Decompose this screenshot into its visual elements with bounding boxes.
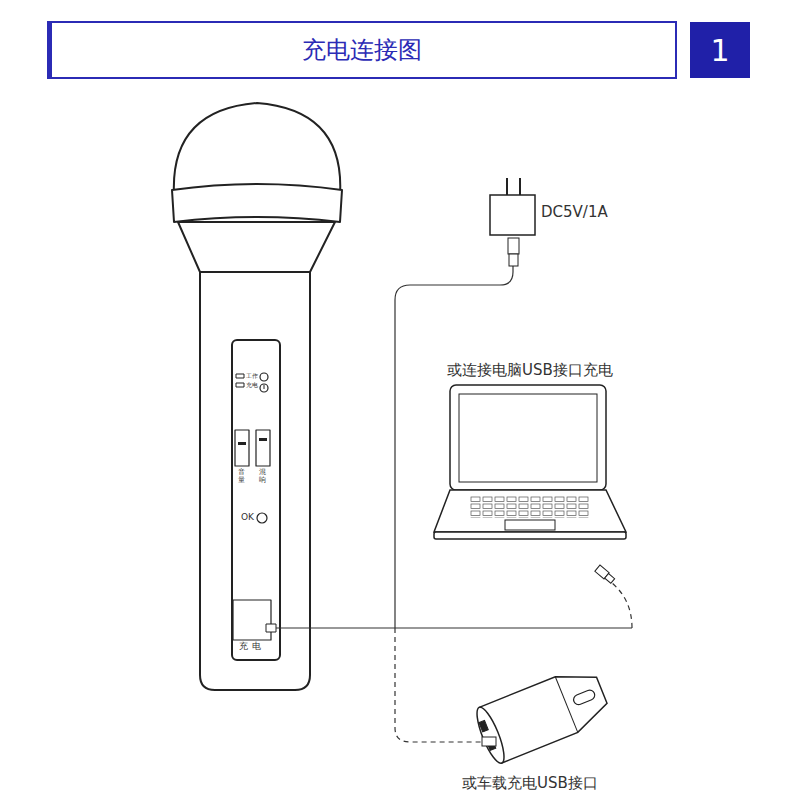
microphone: [172, 103, 342, 690]
slider-label: 音量: [238, 469, 245, 484]
diagram-title: 充电连接图: [302, 34, 422, 66]
button-label: OK: [241, 512, 254, 523]
car-charger-caption: 或车载充电USB接口: [462, 774, 598, 792]
section-number: 1: [710, 33, 729, 68]
laptop: [434, 385, 626, 584]
slider-label: 混响: [259, 469, 266, 484]
led-label: 工作: [246, 372, 258, 379]
power-adapter: [490, 178, 535, 266]
laptop-caption: 或连接电脑USB接口充电: [447, 361, 613, 379]
title-band: [48, 22, 676, 78]
rating-label: DC5V/1A: [541, 203, 608, 221]
cables: [276, 266, 632, 742]
title-band-edge: [48, 22, 52, 78]
led-label: 充电: [246, 381, 258, 388]
section-number-box: 1: [690, 22, 750, 78]
port-label: 充电: [239, 641, 265, 652]
car-charger: [472, 662, 613, 766]
